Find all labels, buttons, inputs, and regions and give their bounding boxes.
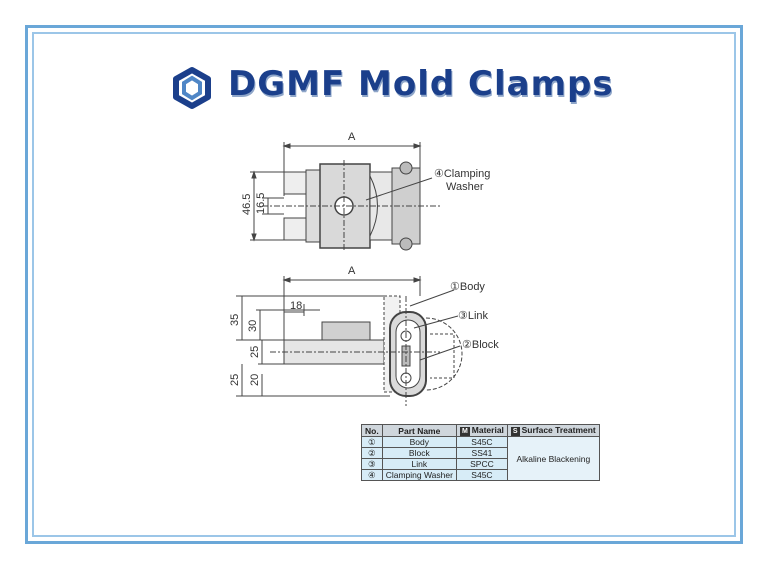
cell-part-name: Clamping Washer [381,469,457,481]
callout-clamping-washer: ④Clamping [434,168,490,180]
surface-tag: S [510,427,520,436]
side-view [236,276,463,406]
cell-surface-treatment: Alkaline Blackening [506,436,600,481]
cell-no: ② [361,447,383,459]
cell-no: ③ [361,458,383,470]
table-row: ① Body S45C Alkaline Blackening [361,436,600,481]
dim-30: 30 [247,320,259,332]
cell-no: ① [361,436,383,448]
outer-frame [25,25,743,544]
callout-clamping-washer-line2: Washer [446,181,484,193]
table-row: ③ Link SPCC [361,458,600,470]
dim-16-5: 16.5 [255,193,267,214]
header-part-name: Part Name [381,424,457,437]
cell-part-name: Body [381,436,457,448]
dim-46-5: 46.5 [241,194,253,215]
dim-20: 20 [249,374,261,386]
dim-18: 18 [290,300,302,312]
dim-25-upper: 25 [249,346,261,358]
table-row: ④ Clamping Washer S45C [361,469,600,481]
material-tag: M [459,427,470,436]
cell-material: SPCC [455,458,508,470]
page-title: DGMF Mold Clamps [228,64,614,104]
callout-block: ②Block [462,339,499,351]
dim-a-side: A [348,265,356,277]
callout-link: ③Link [458,310,489,322]
cell-part-name: Link [381,458,457,470]
header-no: No. [361,424,383,437]
cell-material: S45C [455,436,508,448]
inner-frame [32,32,736,537]
dim-25-lower: 25 [229,374,241,386]
cell-no: ④ [361,469,383,481]
dim-a-top: A [348,131,356,143]
dim-35: 35 [229,314,241,326]
cell-material: S45C [455,469,508,481]
top-view [250,142,440,252]
callout-body: ①Body [450,281,485,293]
cell-material: SS41 [455,447,508,459]
cell-part-name: Block [381,447,457,459]
dgmf-logo-icon [173,67,211,109]
